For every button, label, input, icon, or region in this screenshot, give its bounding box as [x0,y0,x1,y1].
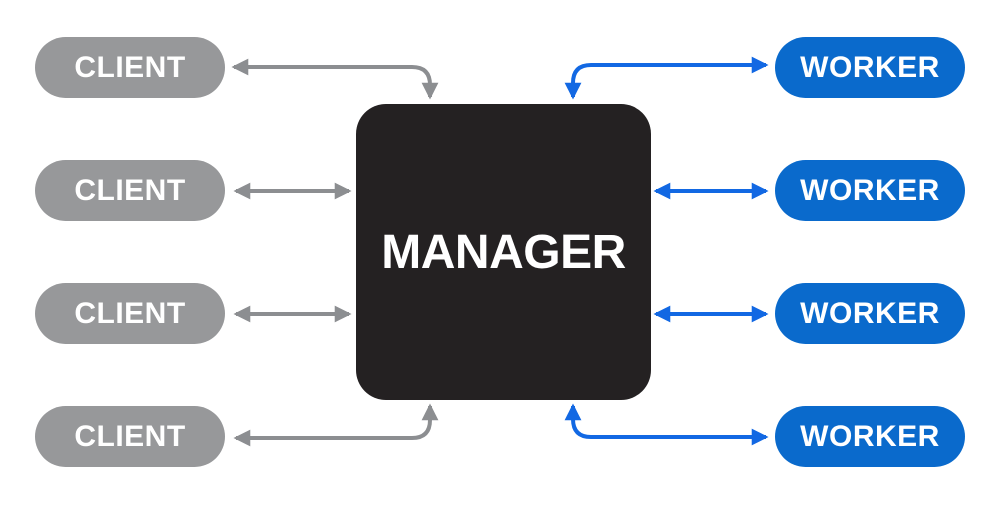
worker-node-label: WORKER [800,50,940,84]
worker-node-3: WORKER [775,283,965,344]
client-node-label: CLIENT [74,296,186,330]
client-node-2: CLIENT [35,160,225,221]
worker-node-2: WORKER [775,160,965,221]
worker-node-4: WORKER [775,406,965,467]
connector-worker-1-manager [564,56,769,100]
connector-client-4-manager [233,403,439,447]
connector-worker-4-manager [564,403,769,446]
client-node-1: CLIENT [35,37,225,98]
client-node-3: CLIENT [35,283,225,344]
client-node-label: CLIENT [74,50,186,84]
worker-node-label: WORKER [800,419,940,453]
client-node-label: CLIENT [74,173,186,207]
worker-node-label: WORKER [800,173,940,207]
manager-node-label: MANAGER [381,225,626,279]
client-node-label: CLIENT [74,419,186,453]
worker-node-label: WORKER [800,296,940,330]
connector-client-1-manager [231,58,439,100]
client-node-4: CLIENT [35,406,225,467]
worker-node-1: WORKER [775,37,965,98]
manager-node: MANAGER [356,104,651,400]
